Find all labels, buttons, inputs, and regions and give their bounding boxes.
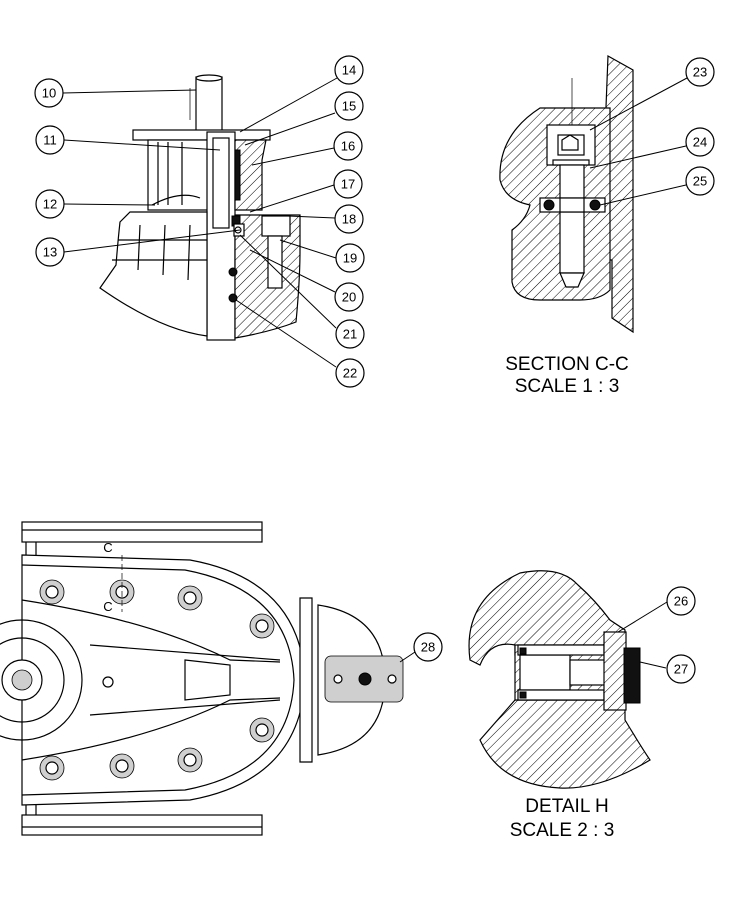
balloon-12: 12 (35, 189, 65, 219)
balloon-19: 19 (335, 243, 365, 273)
section-cc-view (499, 54, 634, 334)
detail-h-upper-body (468, 570, 626, 666)
svg-text:14: 14 (342, 63, 356, 78)
svg-text:19: 19 (343, 251, 357, 266)
assembly-side-view (99, 74, 301, 341)
top-view (0, 521, 404, 836)
detail-h-cap (623, 647, 641, 704)
svg-text:26: 26 (674, 594, 688, 609)
svg-text:21: 21 (343, 327, 357, 342)
svg-text:27: 27 (674, 662, 688, 677)
svg-text:25: 25 (693, 174, 707, 189)
balloon-22: 22 (335, 358, 365, 388)
balloon-18: 18 (334, 204, 364, 234)
balloon-23: 23 (685, 57, 715, 87)
svg-text:24: 24 (693, 135, 707, 150)
detail-h-view (468, 570, 651, 789)
balloon-20: 20 (334, 282, 364, 312)
detail-h-caption-title: DETAIL H (525, 796, 608, 817)
balloon-14: 14 (334, 55, 364, 85)
svg-text:16: 16 (341, 139, 355, 154)
svg-text:10: 10 (42, 86, 56, 101)
balloon-26: 26 (666, 586, 696, 616)
svg-text:23: 23 (693, 65, 707, 80)
balloon-27: 27 (666, 654, 696, 684)
balloon-16: 16 (333, 131, 363, 161)
balloon-25: 25 (685, 166, 715, 196)
balloon-11: 11 (35, 125, 65, 155)
detail-h-lower-body (479, 699, 651, 789)
svg-text:20: 20 (342, 290, 356, 305)
balloon-28: 28 (413, 632, 443, 662)
balloon-10: 10 (34, 78, 64, 108)
balloons: 10 11 12 13 14 15 16 17 18 19 20 21 22 2… (34, 55, 715, 684)
balloon-17: 17 (333, 169, 363, 199)
upper-shaft (195, 76, 223, 133)
balloon-24: 24 (685, 127, 715, 157)
svg-text:11: 11 (43, 133, 57, 148)
svg-text:28: 28 (421, 640, 435, 655)
housing-left (99, 211, 208, 337)
section-cc-caption-scale: SCALE 1 : 3 (515, 376, 620, 397)
svg-text:13: 13 (43, 245, 57, 260)
balloon-21: 21 (335, 319, 365, 349)
section-cc-caption-title: SECTION C-C (505, 354, 629, 375)
svg-text:17: 17 (341, 177, 355, 192)
balloon-15: 15 (334, 91, 364, 121)
section-marker-bottom: C (103, 599, 112, 614)
svg-text:15: 15 (342, 99, 356, 114)
detail-h-caption-scale: SCALE 2 : 3 (510, 820, 615, 841)
balloon-13: 13 (35, 237, 65, 267)
leader-lines (62, 77, 688, 669)
section-marker-top: C (103, 540, 112, 555)
flange (132, 129, 271, 141)
svg-text:12: 12 (43, 197, 57, 212)
svg-text:22: 22 (343, 366, 357, 381)
svg-text:18: 18 (342, 212, 356, 227)
